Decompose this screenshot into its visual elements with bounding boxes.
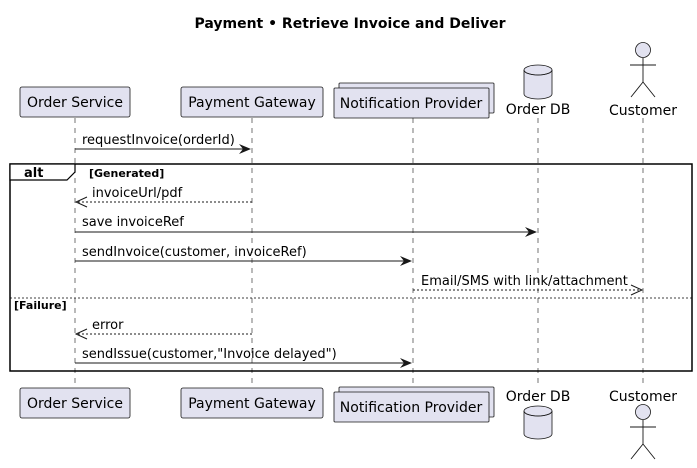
diagram-title: Payment • Retrieve Invoice and Deliver [194, 16, 505, 32]
svg-text:Payment Gateway: Payment Gateway [188, 396, 316, 412]
message-invoice-url: invoiceUrl/pdf [74, 186, 252, 208]
alt-fragment: alt [Generated] [Failure] [9, 163, 693, 372]
message-send-issue: sendIssue(customer,"Invoice delayed") [75, 347, 412, 368]
alt-guard-generated: [Generated] [89, 167, 164, 180]
message-save-invoice-ref: save invoiceRef [75, 215, 537, 237]
message-email-sms: Email/SMS with link/attachment [413, 274, 644, 296]
svg-text:Customer: Customer [609, 103, 677, 119]
svg-text:sendIssue(customer,"Invoice de: sendIssue(customer,"Invoice delayed") [82, 347, 337, 362]
svg-text:Order DB: Order DB [506, 389, 571, 405]
svg-text:Email/SMS with link/attachment: Email/SMS with link/attachment [421, 274, 628, 289]
svg-text:Order Service: Order Service [27, 95, 123, 111]
participant-payment-gateway-top: Payment Gateway [180, 86, 324, 118]
alt-guard-failure: [Failure] [14, 299, 67, 312]
svg-text:sendInvoice(customer, invoiceR: sendInvoice(customer, invoiceRef) [82, 245, 307, 260]
participant-notification-provider-top: Notification Provider [333, 82, 495, 119]
message-request-invoice: requestInvoice(orderId) [75, 133, 251, 154]
participant-order-db-bottom: Order DB [506, 389, 571, 440]
svg-text:Order DB: Order DB [506, 102, 571, 118]
svg-text:save invoiceRef: save invoiceRef [82, 215, 184, 230]
message-send-invoice: sendInvoice(customer, invoiceRef) [75, 245, 412, 266]
participant-order-service-top: Order Service [19, 86, 131, 118]
alt-keyword: alt [24, 166, 43, 181]
participant-order-service-bottom: Order Service [19, 387, 131, 419]
participant-notification-provider-bottom: Notification Provider [333, 386, 495, 423]
svg-text:requestInvoice(orderId): requestInvoice(orderId) [82, 133, 235, 148]
participant-order-db-top: Order DB [506, 64, 571, 118]
svg-text:Notification Provider: Notification Provider [340, 400, 483, 416]
participant-customer-top: Customer [609, 42, 677, 119]
svg-text:Notification Provider: Notification Provider [340, 96, 483, 112]
svg-text:Payment Gateway: Payment Gateway [188, 95, 316, 111]
svg-text:Customer: Customer [609, 389, 677, 405]
svg-text:Order Service: Order Service [27, 396, 123, 412]
message-error: error [74, 318, 252, 340]
svg-text:error: error [92, 318, 124, 333]
svg-text:invoiceUrl/pdf: invoiceUrl/pdf [92, 186, 183, 201]
participant-customer-bottom: Customer [609, 389, 677, 460]
participant-payment-gateway-bottom: Payment Gateway [180, 387, 324, 419]
